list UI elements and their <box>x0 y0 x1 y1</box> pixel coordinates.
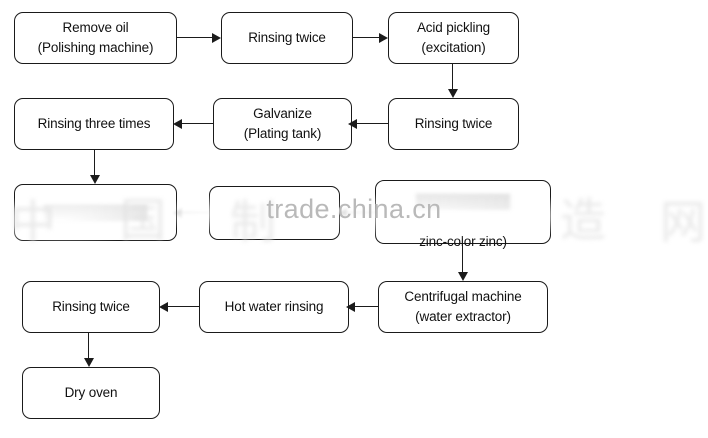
connector-rinsing3-to-dry-oven <box>88 333 90 361</box>
connector-rinsing1-to-acid-pickling <box>353 37 382 39</box>
connector-remove-oil-to-rinsing1 <box>177 37 215 39</box>
node-dry-oven[interactable]: Dry oven <box>22 367 160 419</box>
node-rinsing-twice-2[interactable]: Rinsing twice <box>388 98 519 150</box>
node-label: Hot water rinsing <box>224 299 324 315</box>
node-rinsing-twice-3[interactable]: Rinsing twice <box>22 281 160 333</box>
node-rinsing-three-times[interactable]: Rinsing three times <box>14 98 174 150</box>
node-rinsing-twice-1[interactable]: Rinsing twice <box>221 12 353 64</box>
node-label-visible-line: zinc-color zinc) <box>419 233 507 249</box>
node-label: ███████████ <box>43 204 148 220</box>
node-label: Rinsing twice <box>414 116 493 132</box>
arrowhead-passivation-to-row3-middle <box>338 208 347 218</box>
node-label: Centrifugal machine (water extractor) <box>404 289 522 324</box>
node-hot-water-rinsing[interactable]: Hot water rinsing <box>199 281 349 333</box>
node-label: ██████████ zinc-color zinc) <box>416 173 510 251</box>
node-centrifugal-machine[interactable]: Centrifugal machine (water extractor) <box>378 281 548 333</box>
connector-centrifugal-to-hot-water <box>348 306 378 308</box>
node-remove-oil[interactable]: Remove oil (Polishing machine) <box>14 12 177 64</box>
node-row3-left[interactable]: ███████████ <box>14 184 177 241</box>
node-label: Galvanize (Plating tank) <box>243 106 322 141</box>
node-label: Remove oil (Polishing machine) <box>37 20 154 55</box>
arrowhead-centrifugal-to-hot-water <box>346 302 355 312</box>
arrowhead-rinsing3-to-dry-oven <box>84 358 94 367</box>
arrowhead-remove-oil-to-rinsing1 <box>212 33 221 43</box>
arrowhead-passivation-to-centrifugal <box>458 272 468 281</box>
node-acid-pickling[interactable]: Acid pickling (excitation) <box>388 12 519 64</box>
node-label: Dry oven <box>64 385 118 401</box>
connector-rinsing-three-to-row3-left <box>94 150 96 178</box>
node-row3-middle[interactable] <box>209 186 340 240</box>
node-galvanize[interactable]: Galvanize (Plating tank) <box>213 98 352 150</box>
connector-galvanize-to-rinsing-three <box>175 123 213 125</box>
arrowhead-rinsing2-to-galvanize <box>348 119 357 129</box>
connector-acid-pickling-to-rinsing2 <box>452 64 454 92</box>
arrowhead-row3-middle-to-row3-left <box>173 208 182 218</box>
connector-rinsing2-to-galvanize <box>350 123 388 125</box>
node-label: Rinsing three times <box>37 116 151 132</box>
arrowhead-hot-water-to-rinsing3 <box>159 302 168 312</box>
arrowhead-acid-pickling-to-rinsing2 <box>448 89 458 98</box>
node-label: Acid pickling (excitation) <box>416 20 491 55</box>
node-label: Rinsing twice <box>52 299 130 315</box>
node-label-hidden-line: ██████████ <box>415 194 511 210</box>
node-label: Rinsing twice <box>248 30 326 46</box>
arrowhead-rinsing-three-to-row3-left <box>90 175 100 184</box>
node-passivation[interactable]: ██████████ zinc-color zinc) <box>375 180 551 249</box>
arrowhead-galvanize-to-rinsing-three <box>173 119 182 129</box>
connector-hot-water-to-rinsing3 <box>161 306 199 308</box>
arrowhead-rinsing1-to-acid-pickling <box>379 33 388 43</box>
